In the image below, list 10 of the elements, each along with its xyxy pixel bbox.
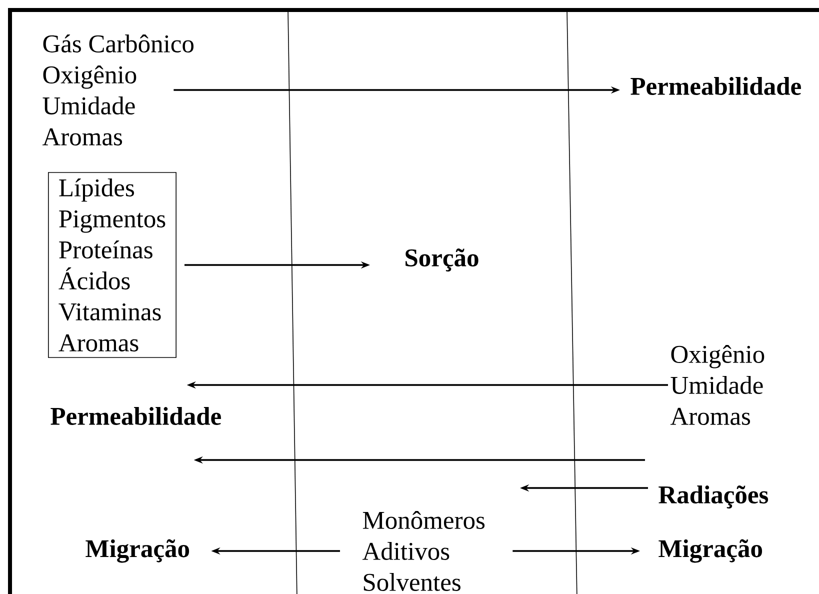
heading-label: Radiações bbox=[658, 485, 768, 508]
list-box: Lípides Pigmentos Proteínas Ácidos Vitaminas Aromas bbox=[48, 172, 176, 358]
heading-label: Migração bbox=[658, 539, 762, 563]
item-list: Monômeros Aditivos Solventes bbox=[362, 511, 485, 591]
heading-label: Permeabilidade bbox=[630, 77, 801, 95]
heading-label: Migração bbox=[86, 539, 190, 563]
item-list: Gás Carbônico Oxigênio Umidade Aromas bbox=[42, 34, 194, 146]
heading-label: Sorção bbox=[406, 248, 478, 272]
item-list: Oxigênio Umidade Aromas bbox=[670, 345, 764, 425]
heading-label: Permeabilidade bbox=[50, 407, 221, 425]
